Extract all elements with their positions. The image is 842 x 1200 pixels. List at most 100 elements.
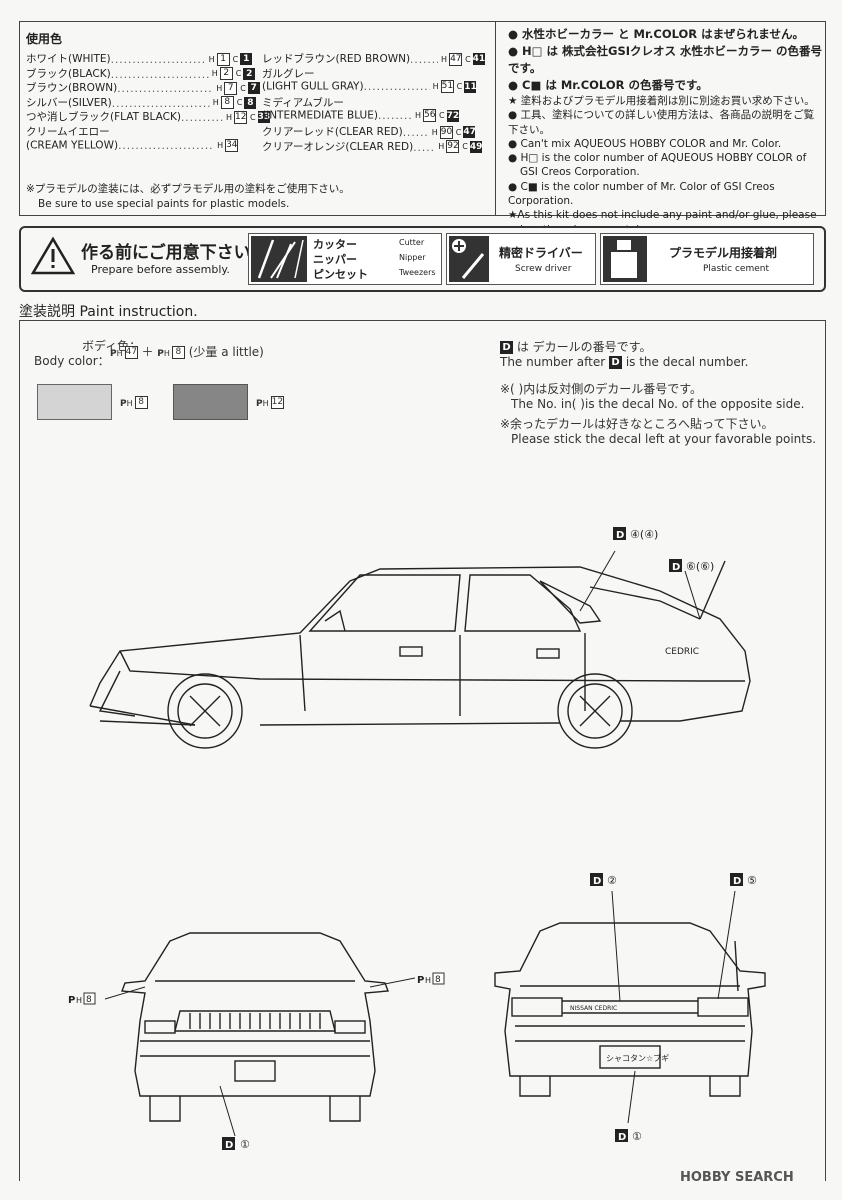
color-name: レッドブラウン(RED BROWN) xyxy=(262,53,411,65)
color-row: クリアーオレンジ(CLEAR RED).....................… xyxy=(262,140,483,154)
c-label: C xyxy=(438,111,445,121)
color-row: ミディアムブルー xyxy=(262,95,344,110)
c-label: C xyxy=(465,54,471,64)
svg-text:D: D xyxy=(225,1140,233,1151)
mr-color-code: 2 xyxy=(243,67,256,80)
svg-text:P: P xyxy=(68,995,75,1006)
tool-tweezers-jp: ピンセット xyxy=(313,268,368,281)
decal-note-5: ※余ったデカールは好きなところへ貼って下さい。 xyxy=(500,417,774,431)
h-label: H xyxy=(211,69,218,79)
decal-callout-rear-1: ① xyxy=(632,1130,642,1143)
paint-instruction-title: 塗装説明 Paint instruction. xyxy=(19,304,198,320)
cement-jp: プラモデル用接着剤 xyxy=(669,246,778,260)
mr-color-code: 41 xyxy=(472,53,486,65)
hobby-color-code: 2 xyxy=(219,67,233,81)
color-name: (LIGHT GULL GRAY) xyxy=(262,80,364,93)
warning-icon xyxy=(31,236,75,275)
decal-callout-side-4: ④(④) xyxy=(630,528,658,541)
hobby-color-code: 90 xyxy=(439,125,453,139)
hobby-color-code: 7 xyxy=(224,81,238,95)
usage-note-line: ● 水性ホビーカラー と Mr.COLOR はまぜられません。 xyxy=(508,27,804,41)
svg-text:D: D xyxy=(618,1132,626,1143)
decal-d-icon: D xyxy=(500,341,513,354)
decal-d-icon xyxy=(615,1129,628,1142)
mr-color-code: 72 xyxy=(446,109,460,122)
hobby-search-watermark: HOBBY SEARCH xyxy=(680,1170,794,1185)
prepare-title-en: Prepare before assembly. xyxy=(91,263,230,276)
screwdriver-icon xyxy=(449,236,489,282)
hobby-color-code: 47 xyxy=(449,52,463,66)
color-row: クリームイエロー xyxy=(26,124,110,139)
svg-text:H: H xyxy=(425,976,431,985)
color-name: クリアーオレンジ(CLEAR RED) xyxy=(262,140,414,153)
color-row: ブラック(BLACK).............................… xyxy=(26,66,256,81)
plastic-cement-cell: プラモデル用接着剤 Plastic cement xyxy=(600,233,814,285)
decal-note-3: ※( )内は反対側のデカール番号です。 xyxy=(500,382,703,396)
hobby-color-code: 56 xyxy=(422,109,436,123)
c-label: C xyxy=(455,127,462,137)
color-name: クリームイエロー xyxy=(26,126,110,138)
body-color-h47: 47 xyxy=(124,346,138,359)
h-label: H xyxy=(431,127,438,137)
mr-color-code: 49 xyxy=(469,140,483,153)
cedric-badge-text: CEDRIC xyxy=(665,647,699,657)
decal-callout-side-6: ⑥(⑥) xyxy=(686,560,714,573)
hobby-color-code: 92 xyxy=(446,140,460,154)
c-label: C xyxy=(240,83,246,93)
color-name: ブラック(BLACK) xyxy=(26,67,111,80)
plastic-paint-note-en: Be sure to use special paints for plasti… xyxy=(38,198,290,210)
h-label: H xyxy=(225,112,232,122)
usage-note-line: GSI Creos Corporation. xyxy=(520,166,640,179)
svg-text:D: D xyxy=(733,876,741,887)
front-ph8-left: 8 xyxy=(86,995,92,1005)
cement-en: Plastic cement xyxy=(703,264,769,274)
svg-text:D: D xyxy=(616,530,624,541)
h-label: H xyxy=(414,111,421,121)
paint-colors-box: 使用色 ホワイト(WHITE).........................… xyxy=(19,21,826,279)
color-row: ブラウン(BROWN).............................… xyxy=(26,80,260,95)
mr-color-code: 1 xyxy=(240,53,253,65)
color-row: (INTERMEDIATE BLUE).....................… xyxy=(262,109,460,123)
color-row: ホワイト(WHITE).............................… xyxy=(26,51,253,66)
usage-note-line: ● Can't mix AQUEOUS HOBBY COLOR and Mr. … xyxy=(508,137,782,150)
c-label: C xyxy=(249,112,256,122)
mr-color-code: 47 xyxy=(463,126,476,138)
decal-callout-rear-2: ② xyxy=(607,874,617,887)
mr-color-code: 33 xyxy=(257,111,271,124)
tool-nipper-jp: ニッパー xyxy=(313,253,357,266)
decal-d-icon xyxy=(222,1137,235,1150)
decal-note-6: Please stick the decal left at your favo… xyxy=(511,432,817,446)
body-color-label-en: Body color： xyxy=(34,354,110,368)
cement-bottle-icon xyxy=(603,236,647,282)
color-row: (CREAM YELLOW)..........................… xyxy=(26,138,239,152)
mr-color-code: 7 xyxy=(247,82,260,95)
usage-note-line: ● C■ は Mr.COLOR の色番号です。 xyxy=(508,78,708,92)
svg-text:H: H xyxy=(76,996,82,1005)
decal-d-icon xyxy=(669,559,682,572)
usage-note-line: ● H□ は 株式会社GSIクレオス 水性ホビーカラー の色番号です。 xyxy=(508,44,823,75)
hobby-color-code: 8 xyxy=(220,96,234,110)
tool-nipper-en: Nipper xyxy=(399,253,426,262)
color-row: ガルグレー xyxy=(262,66,315,81)
decal-d-icon xyxy=(613,527,626,540)
color-row: シルバー(SILVER)............................… xyxy=(26,95,257,110)
mr-color-code: 11 xyxy=(464,80,477,93)
tool-cutter-jp: カッター xyxy=(313,238,357,251)
cutting-tools-icon xyxy=(251,236,307,282)
c-label: C xyxy=(462,142,468,152)
tool-cutter-en: Cutter xyxy=(399,238,425,247)
c-label: C xyxy=(232,54,239,64)
hobby-color-code: 1 xyxy=(216,52,230,66)
usage-note-line: ● H□ is the color number of AQUEOUS HOBB… xyxy=(508,152,807,165)
colors-box-divider xyxy=(495,22,496,215)
c-label: C xyxy=(235,69,242,79)
decal-note-1: D は デカールの番号です。 xyxy=(500,338,651,355)
decal-d-icon xyxy=(590,873,603,886)
color-name: つや消しブラック(FLAT BLACK) xyxy=(26,111,181,124)
svg-text:D: D xyxy=(593,876,601,887)
color-name: ガルグレー xyxy=(262,67,315,80)
hobby-color-code: 12 xyxy=(233,110,247,124)
